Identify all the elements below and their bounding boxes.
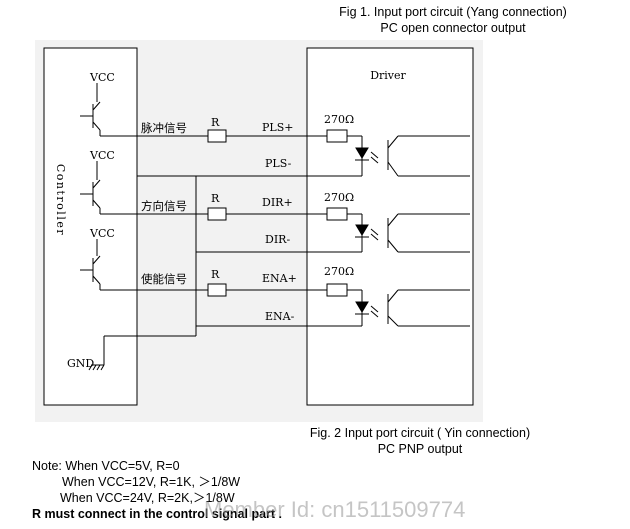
resistor-r3 (207, 283, 227, 297)
fig2-caption: Fig. 2 Input port circuit ( Yin connecti… (300, 425, 540, 457)
resistor-label: R (211, 268, 220, 281)
vcc-label: VCC (89, 149, 115, 162)
optocoupler-icon (355, 213, 470, 253)
resistor-r2 (207, 207, 227, 221)
watermark: Member Id: cn1511509774 (204, 497, 466, 522)
fig2-subtitle: PC PNP output (377, 442, 463, 456)
optocoupler-icon (355, 289, 470, 327)
note-line: When VCC=12V, R=1K, ＞1/8W (62, 475, 241, 489)
signal-name-direction: 方向信号 (141, 199, 187, 213)
driver-label: Driver (370, 69, 406, 82)
pls-minus-label: PLS- (265, 157, 292, 170)
resistor-270-2 (326, 207, 348, 221)
ohm-label: 270Ω (324, 265, 354, 278)
channel-dir: VCC 方向信号 R DIR+ DIR- 270Ω (80, 149, 363, 253)
fig2-title: Fig. 2 Input port circuit ( Yin connecti… (309, 426, 531, 440)
vcc-label: VCC (89, 227, 115, 240)
resistor-270-3 (326, 283, 348, 297)
note-line: When VCC=24V, R=2K,＞1/8W (60, 491, 235, 505)
resistor-270-1 (326, 129, 348, 143)
channel-pls: VCC 脉冲信号 R PLS+ PLS- 270Ω (80, 71, 363, 177)
fig1-subtitle: PC open connector output (380, 21, 526, 35)
driver-box (306, 47, 474, 406)
signal-name-enable: 使能信号 (141, 272, 187, 286)
controller-box (43, 47, 138, 406)
resistor-label: R (211, 192, 220, 205)
resistor-label: R (211, 116, 220, 129)
channel-ena: VCC 使能信号 R ENA+ ENA- 270Ω (80, 227, 363, 327)
ohm-label: 270Ω (324, 113, 354, 126)
ohm-label: 270Ω (324, 191, 354, 204)
optocoupler-icon (355, 135, 470, 177)
notes: Note: When VCC=5V, R=0 When VCC=12V, R=1… (32, 458, 282, 522)
vcc-label: VCC (89, 71, 115, 84)
ena-minus-label: ENA- (265, 310, 295, 323)
return-bus (104, 176, 197, 337)
pls-plus-label: PLS+ (262, 121, 293, 134)
controller-label: Controller (54, 164, 67, 236)
signal-name-pulse: 脉冲信号 (141, 121, 187, 135)
dir-minus-label: DIR- (265, 233, 290, 246)
ena-plus-label: ENA+ (262, 272, 297, 285)
note-line-bold: R must connect in the control signal par… (32, 507, 283, 521)
ground-icon (88, 336, 105, 371)
resistor-r1 (207, 129, 227, 143)
transistor-icon (80, 83, 101, 136)
gnd-label: GND (67, 357, 94, 370)
note-line: Note: When VCC=5V, R=0 (32, 459, 180, 473)
fig1-title: Fig 1. Input port circuit (Yang connecti… (339, 5, 567, 19)
transistor-icon (80, 239, 101, 290)
dir-plus-label: DIR+ (262, 196, 293, 209)
fig1-caption: Fig 1. Input port circuit (Yang connecti… (328, 4, 578, 36)
transistor-icon (80, 161, 101, 214)
